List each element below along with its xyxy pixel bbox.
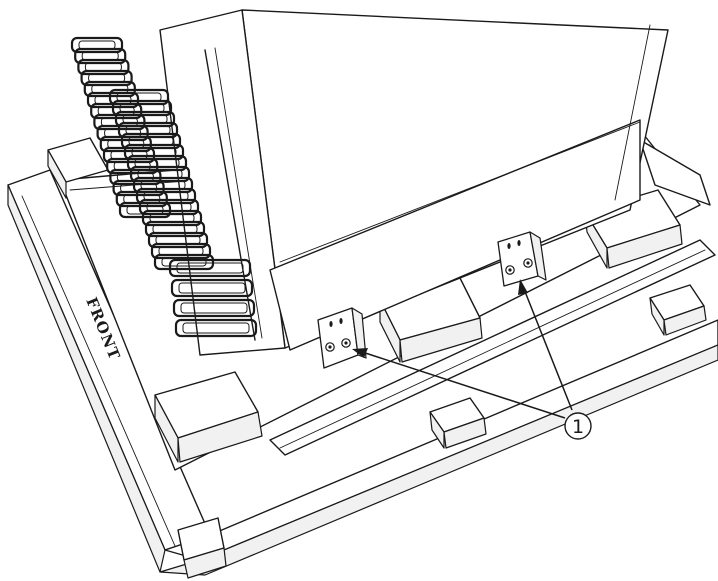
cable-ring-opening bbox=[88, 73, 126, 83]
cable-ring-opening bbox=[84, 62, 122, 72]
deck-blocks bbox=[47, 137, 683, 463]
bracket-right bbox=[497, 231, 547, 287]
callout-1: 1 bbox=[352, 279, 592, 440]
cable-tray-opening bbox=[180, 302, 248, 314]
arrow-head-right bbox=[518, 279, 528, 295]
callout-circle bbox=[564, 412, 592, 440]
cable-management-rings bbox=[70, 36, 258, 338]
cable-ring-opening bbox=[78, 40, 116, 50]
bracket-left bbox=[317, 307, 367, 369]
cable-tray-opening bbox=[182, 322, 250, 334]
cable-tray bbox=[168, 258, 252, 278]
callout-number: 1 bbox=[572, 416, 584, 438]
cable-ring bbox=[153, 253, 215, 271]
arrow-head-left bbox=[352, 348, 368, 358]
cable-tray bbox=[174, 318, 258, 338]
leader-line-right bbox=[521, 283, 573, 411]
cable-tray-opening bbox=[178, 282, 246, 294]
cable-ring-opening bbox=[81, 51, 119, 61]
pallet-right-board bbox=[639, 139, 711, 206]
leader-line-left bbox=[355, 349, 566, 419]
cable-tray bbox=[172, 298, 256, 318]
cable-ring-opening bbox=[161, 257, 207, 267]
cable-tray-opening bbox=[176, 262, 244, 274]
pallet-feet bbox=[177, 284, 707, 579]
cable-tray bbox=[170, 278, 254, 298]
